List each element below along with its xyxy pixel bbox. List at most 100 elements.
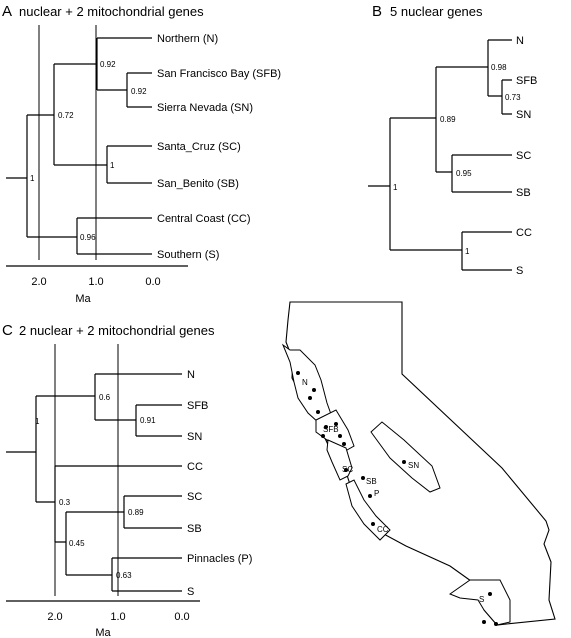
sample-site-dot [321,434,325,438]
sample-site-dot [371,522,375,526]
panel-c-support-value: 0.3 [59,498,71,507]
panel-c-tree: N SFB SN CC SC SB Pinnacles (P) S 0.6 0.… [6,344,252,598]
panel-a-branch [97,73,128,107]
panel-a-support-value: 0.92 [100,60,116,69]
panel-a-support-value: 0.92 [131,87,147,96]
california-map: N SFB SC SB P SN CC S [281,301,556,626]
panel-c-branch [55,512,67,575]
panel-c-branch [36,466,56,542]
panel-a-tip-label: San_Benito (SB) [157,178,239,190]
panel-b-tree: N SFB SN SC SB CC S 0.98 0.73 0.89 0.95 … [368,35,537,277]
panel-b-support-value: 0.89 [440,115,456,124]
panel-b-branch [390,232,463,270]
panel-b-branch [488,80,503,114]
panel-a-support-value: 1 [30,174,35,183]
region-cc [345,479,391,541]
panel-b-support-value: 0.73 [505,93,521,102]
panel-a-tip-label: Central Coast (CC) [157,213,251,225]
panel-c-branch [95,405,137,436]
panel-c-branch [66,496,125,528]
sample-site-dot [402,460,406,464]
panel-b-branch [436,155,453,192]
panel-c-tip-label: SC [187,491,202,503]
panel-c-title: 2 nuclear + 2 mitochondrial genes [19,323,215,338]
panel-c: C 2 nuclear + 2 mitochondrial genes N SF… [2,322,252,638]
panel-b-branch [502,79,512,115]
panel-b-letter: B [372,3,382,20]
panel-a-title: nuclear + 2 mitochondrial genes [19,4,204,19]
map-label: SB [366,477,377,486]
sample-site-dot [316,410,320,414]
region-sn [370,421,441,493]
panel-c-tip-label: SN [187,431,202,443]
sample-site-dot [361,476,365,480]
panel-c-support-value: 0.6 [99,393,111,402]
panel-c-axis-label: Ma [95,627,111,638]
panel-c-branch [66,558,113,591]
panel-a-axis-label: Ma [75,293,91,305]
panel-a-branch [27,64,55,165]
panel-b-branch [452,154,512,193]
map-label: S [479,595,484,604]
sample-site-dot [338,434,342,438]
sample-site-dot [482,620,486,624]
panel-a-tick-label: 1.0 [88,276,103,288]
panel-c-tip-label: SB [187,523,202,535]
panel-c-support-value: 1 [35,417,40,426]
panel-a-tick-label: 0.0 [145,276,160,288]
panel-c-support-value: 0.63 [116,571,132,580]
panel-a-support-value: 0.72 [58,111,74,120]
panel-b-branch [462,231,512,271]
panel-a-branch [54,146,108,183]
panel-c-tip-label: Pinnacles (P) [187,553,252,565]
panel-c-tip-label: S [187,586,194,598]
panel-c-branch [136,404,182,437]
panel-c-support-value: 0.89 [128,508,144,517]
panel-c-tip-label: SFB [187,400,208,412]
panel-c-tick-label: 2.0 [47,611,62,623]
panel-a-tip-label: Sierra Nevada (SN) [157,102,253,114]
map-label: SN [408,461,419,470]
panel-a-branch [107,145,152,184]
sample-sites [296,371,498,626]
map-label: SC [342,465,353,474]
panel-b-support-value: 1 [393,183,398,192]
map-label: CC [377,525,389,534]
sample-site-dot [488,592,492,596]
panel-b-tip-label: SC [516,150,531,162]
panel-b-tip-label: SB [516,187,531,199]
panel-a-tip-label: Northern (N) [157,33,218,45]
panel-b-tip-label: N [516,35,524,47]
panel-a-support-value: 0.96 [80,233,96,242]
panel-a-tip-label: San Francisco Bay (SFB) [157,68,281,80]
panel-a-tree: Northern (N) San Francisco Bay (SFB) Sie… [6,25,281,261]
panel-c-tick-label: 1.0 [110,611,125,623]
sample-site-dot [308,396,312,400]
panel-c-support-value: 0.45 [69,539,85,548]
panel-c-letter: C [2,322,13,339]
panel-b: B 5 nuclear genes N SFB SN SC SB CC S 0.… [368,3,537,277]
panel-c-time-axis: 2.0 1.0 0.0 Ma [6,600,200,638]
panel-a-tip-label: Southern (S) [157,249,219,261]
panel-b-support-value: 1 [465,247,470,256]
sample-site-dot [334,422,338,426]
panel-a-tip-label: Santa_Cruz (SC) [157,141,241,153]
panel-b-tip-label: S [516,265,523,277]
panel-c-tip-label: CC [187,461,203,473]
panel-b-branch [436,40,489,96]
map-label: P [374,489,379,498]
panel-a-letter: A [2,3,12,20]
panel-a-branch [27,218,78,254]
panel-c-branch [112,557,182,592]
panel-a-support-value: 1 [110,161,115,170]
panel-a-branch [127,72,152,108]
panel-b-tip-label: SFB [516,75,537,87]
sample-site-dot [344,468,348,472]
panel-c-support-value: 0.91 [140,416,156,425]
panel-a-root-branch [6,115,28,237]
sample-site-dot [312,388,316,392]
panel-b-support-value: 0.98 [491,63,507,72]
sample-site-dot [368,494,372,498]
panel-b-tip-label: SN [516,109,531,121]
